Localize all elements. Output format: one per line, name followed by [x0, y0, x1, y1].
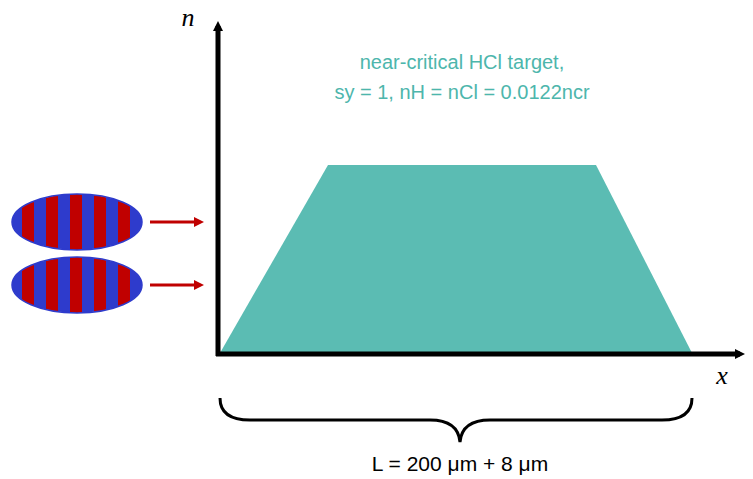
laser-pulse: [10, 255, 155, 315]
target-parameters: sy = 1, nH = nCl = 0.0122ncr: [334, 81, 589, 104]
length-brace: [220, 398, 692, 442]
y-axis: [216, 26, 221, 356]
laser-pulse: [10, 192, 155, 252]
laser-arrow: [150, 284, 198, 287]
laser-arrow: [150, 221, 198, 224]
target-profile: [220, 165, 692, 353]
target-title: near-critical HCl target,: [360, 51, 565, 74]
axis-label: n: [182, 3, 195, 33]
x-axis: [216, 352, 740, 357]
axis-label: x: [716, 361, 728, 391]
length-dimension: L = 200 μm + 8 μm: [372, 452, 548, 476]
